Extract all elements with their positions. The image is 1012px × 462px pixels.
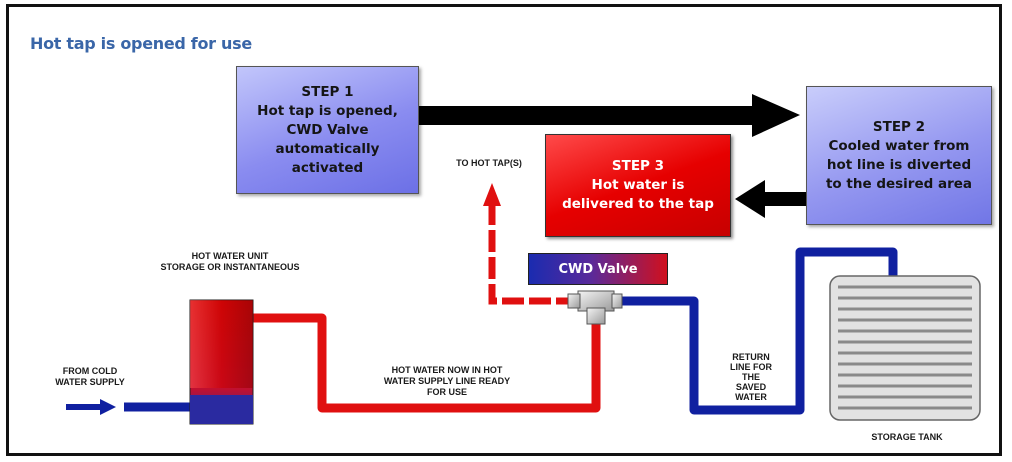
hot-water-unit-tank [189, 299, 254, 425]
hot-water-unit-line: HOT WATER UNIT [191, 251, 269, 261]
step-1-line: CWD Valve [286, 121, 369, 138]
cwd-valve-label: CWD Valve [528, 253, 668, 285]
return-line-label: RETURN LINE FOR THE SAVED WATER [713, 352, 789, 402]
return-line-line: LINE FOR [730, 362, 772, 372]
hot-water-unit-label: HOT WATER UNIT STORAGE OR INSTANTANEOUS [130, 251, 330, 273]
step-1-line: Hot tap is opened, [257, 102, 398, 119]
step-2-heading: STEP 2 [872, 118, 926, 135]
hot-tap-pipe [488, 205, 578, 305]
hot-line-line: FOR USE [426, 387, 467, 397]
step-3-line: Hot water is [591, 177, 685, 193]
hot-line-label: HOT WATER NOW IN HOT WATER SUPPLY LINE R… [362, 365, 532, 398]
step-3-heading: STEP 3 [611, 158, 665, 174]
step-2-line: to the desired area [825, 175, 973, 192]
from-cold-line: FROM COLD [62, 366, 118, 376]
to-hot-tap-label: TO HOT TAP(S) [456, 158, 522, 168]
return-line-line: RETURN [732, 352, 770, 362]
return-line-line: THE [742, 372, 760, 382]
from-cold-label: FROM COLD WATER SUPPLY [30, 366, 150, 388]
step-1-line: activated [291, 159, 364, 176]
step-1-line: automatically [275, 140, 380, 157]
hot-water-unit-line: STORAGE OR INSTANTANEOUS [160, 262, 300, 272]
step-3-box: STEP 3 Hot water is delivered to the tap [545, 134, 731, 237]
step-2-line: Cooled water from [828, 137, 970, 154]
return-line-line: WATER [735, 392, 767, 402]
step-1-heading: STEP 1 [301, 83, 354, 100]
hot-water-pipe [252, 313, 601, 413]
storage-tank-label: STORAGE TANK [871, 432, 943, 442]
cwd-valve-body [567, 290, 623, 325]
from-cold-line: WATER SUPPLY [55, 377, 125, 387]
step-1-box: STEP 1 Hot tap is opened, CWD Valve auto… [236, 66, 419, 194]
up-arrow-icon [483, 183, 501, 206]
hot-line-line: WATER SUPPLY LINE READY [383, 376, 511, 386]
step-3-line: delivered to the tap [562, 196, 714, 212]
arrow-step2-to-step3 [735, 180, 806, 218]
step-2-box: STEP 2 Cooled water from hot line is div… [806, 86, 992, 225]
return-line-line: SAVED [735, 382, 767, 392]
storage-tank [829, 275, 981, 421]
hot-line-line: HOT WATER NOW IN HOT [391, 365, 503, 375]
step-2-line: hot line is diverted [826, 156, 972, 173]
return-line-pipe [614, 247, 898, 415]
diagram-title: Hot tap is opened for use [30, 34, 252, 53]
arrow-step1-to-step2 [419, 94, 800, 137]
right-arrow-icon [66, 399, 116, 415]
